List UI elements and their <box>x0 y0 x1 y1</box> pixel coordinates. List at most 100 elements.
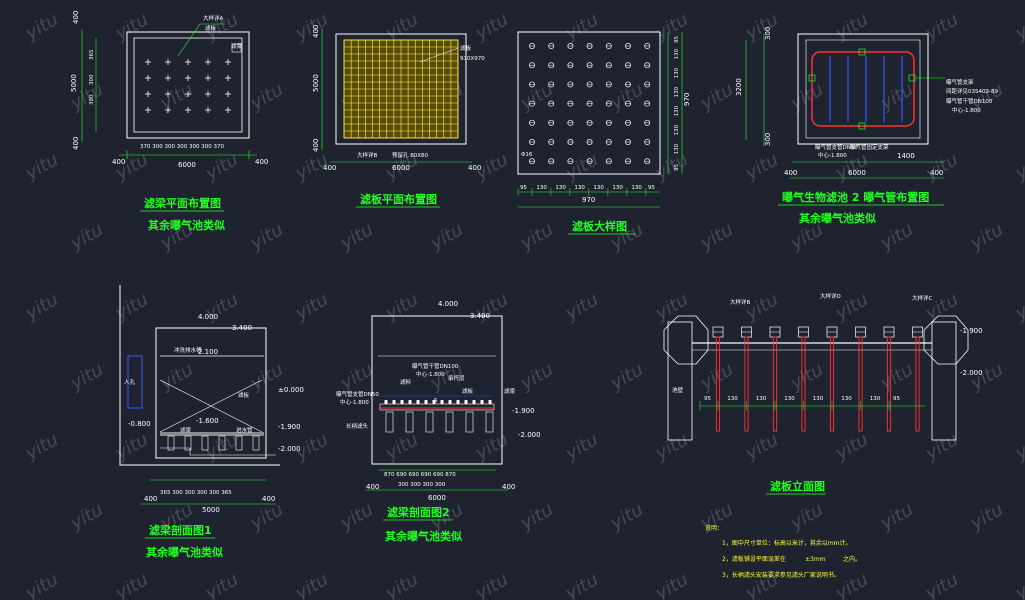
p4-dim-side: 400 <box>784 169 797 177</box>
p7-tag4: 池壁 <box>672 386 684 394</box>
p3-vdim: 130 <box>674 105 680 116</box>
p2-dim-v: 400 <box>312 139 320 152</box>
p4-support <box>808 74 816 82</box>
p4-tag4: 中心-1.800 <box>952 106 981 114</box>
p3-nozzle-holes <box>529 43 651 165</box>
p4-tag5: 曝气管支管DN50 <box>815 143 858 151</box>
p5-tank <box>155 327 267 459</box>
p5-beam <box>218 435 226 451</box>
p3-dim: 130 <box>612 185 623 191</box>
p3-dim: 130 <box>574 185 585 191</box>
p6-nozzle <box>408 400 412 404</box>
panel-filter-beam-section-2: 曝气管干管DN100 中心-1.800 曝气管支管DN50 中心-1.800 滤… <box>336 300 541 543</box>
p2-tag-bl: 大样详B <box>357 151 378 159</box>
p3-title: 滤板大样图 <box>572 219 627 233</box>
p5-beam <box>235 435 243 451</box>
p1-outer-wall <box>126 31 250 139</box>
p6-lv3: -1.900 <box>512 407 535 415</box>
p1-dim-side: 400 <box>112 158 125 166</box>
p7-dim: 130 <box>727 396 738 402</box>
p6-tag3: 曝气管支管DN50 <box>336 390 379 398</box>
p7-tag2: 大样详C <box>912 294 933 302</box>
p5-dim-side: 400 <box>144 495 157 503</box>
p4-dim-side: 400 <box>930 169 943 177</box>
p6-nozzle <box>456 400 460 404</box>
p6-nozzle <box>464 400 468 404</box>
p7-dim: 130 <box>841 396 852 402</box>
p6-dim-row2: 300 300 300 300 <box>398 482 446 488</box>
p5-beam <box>201 435 209 451</box>
p3-vdim: 130 <box>674 86 680 97</box>
p6-nozzle <box>480 400 484 404</box>
p6-dim-row1: 870 690 690 690 690 870 <box>384 472 456 478</box>
p5-lv7: -2.000 <box>278 445 301 453</box>
p6-tag8: 滤板 <box>462 387 474 395</box>
p4-branch-pipes <box>808 48 916 130</box>
p2-plate-grid <box>343 39 459 139</box>
p6-nozzle <box>448 400 452 404</box>
p6-tag10: S <box>434 398 438 404</box>
p6-nozzle <box>432 400 436 404</box>
p5-dim-w: 5000 <box>202 506 220 514</box>
p1-hole-grid <box>145 59 231 113</box>
p7-dim: 95 <box>704 396 711 402</box>
p1-title: 滤梁平面布置图 <box>144 196 221 210</box>
p6-beam <box>425 411 434 433</box>
p7-dim: 130 <box>756 396 767 402</box>
p3-dim-right: 970 <box>683 93 691 106</box>
p5-lv2: 3.400 <box>232 324 252 332</box>
p6-lv1: 4.000 <box>438 300 458 308</box>
p6-title: 滤梁剖面图2 <box>387 505 450 519</box>
p5-lv5: -0.800 <box>128 420 151 428</box>
p6-tank <box>371 315 503 465</box>
p3-vdim: 95 <box>674 163 680 170</box>
p5-lv4: ±0.000 <box>278 386 304 394</box>
p4-dim-r: 1400 <box>897 152 915 160</box>
p5-lv1: 4.000 <box>198 313 218 321</box>
p5-tag4: 滤梁 <box>180 426 192 434</box>
p5-tag3: 滤板 <box>238 391 250 399</box>
p7-wall-right <box>931 321 957 441</box>
p7-nozzle-stem <box>801 336 806 432</box>
p6-tag9: 滤梁 <box>504 387 516 395</box>
p2-tag: 滤板 <box>460 44 472 52</box>
p6-beam <box>465 411 474 433</box>
p6-beam <box>385 411 394 433</box>
p1-dim-v2: 300 <box>89 74 95 85</box>
p3-dim: 130 <box>631 185 642 191</box>
notes-head: 说明： <box>705 524 723 532</box>
p5-beam <box>184 435 192 451</box>
p4-tag2: 间距详见03S402-89 <box>946 87 998 95</box>
p4-main-pipe <box>811 51 915 127</box>
p6-nozzle <box>392 400 396 404</box>
panel-filter-beam-section-1: 冲洗排水槽 人孔 滤板 滤梁 进水管 4.000 3.400 2.100 ±0.… <box>119 285 304 559</box>
p5-tag2: 人孔 <box>124 378 136 386</box>
p2-dim-w: 6000 <box>392 164 410 172</box>
p6-dim-side: 400 <box>502 483 515 491</box>
p4-dim-h: 3200 <box>735 78 743 96</box>
p6-plate <box>379 403 495 411</box>
p6-tag7: 长柄滤头 <box>346 422 369 430</box>
p1-dim-h: 5000 <box>70 74 78 92</box>
p6-nozzles <box>384 400 492 404</box>
p2-title: 滤板平面布置图 <box>360 192 437 206</box>
p1-dim-side-v: 400 <box>72 11 80 24</box>
p6-subtitle: 其余曝气池类似 <box>385 529 462 543</box>
p6-tag4: 中心-1.800 <box>340 398 369 406</box>
p3-vdim: 130 <box>674 48 680 59</box>
p6-nozzle <box>488 400 492 404</box>
p3-tag-phi: Φ16 <box>521 152 533 158</box>
p6-tag2: 中心-1.800 <box>416 370 445 378</box>
p6-nozzle <box>424 400 428 404</box>
p7-title: 滤板立面图 <box>770 479 825 493</box>
p7-tag3: 大样详D <box>820 292 841 300</box>
p1-dim-w: 6000 <box>178 161 196 169</box>
note-2c: 之内。 <box>843 555 861 563</box>
p1-dim-top: 370 300 300 300 300 300 370 <box>140 144 224 150</box>
p5-inlet-pipe <box>127 355 143 409</box>
p2-dim-v: 400 <box>312 25 320 38</box>
p1-corner-box <box>231 43 242 53</box>
